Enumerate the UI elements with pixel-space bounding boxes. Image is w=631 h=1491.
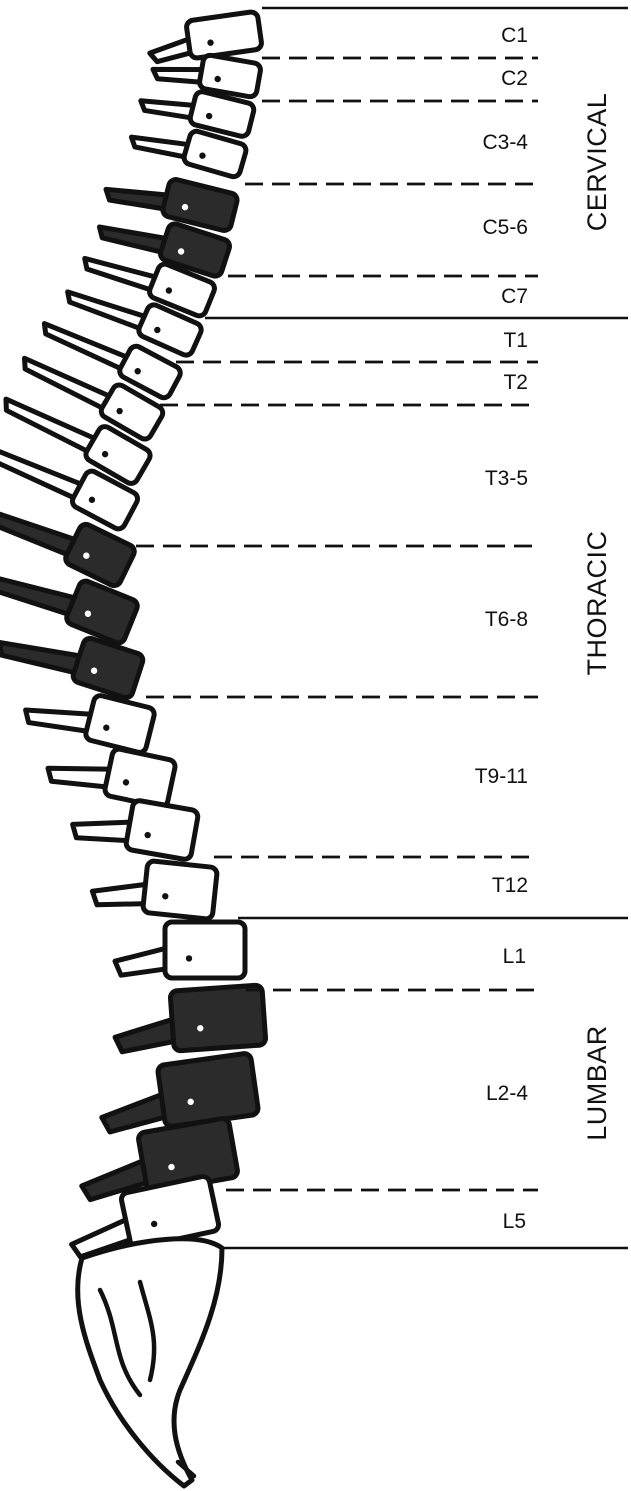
- level-label-t12: T12: [492, 874, 528, 897]
- level-label-c5-6: C5-6: [482, 216, 528, 239]
- vertebral-body: [142, 860, 217, 919]
- vertebra-19: [91, 855, 218, 919]
- vertebra-18: [70, 790, 199, 860]
- region-label-thoracic: THORACIC: [582, 531, 612, 676]
- vertebra-22: [96, 1053, 259, 1136]
- vertebral-body: [170, 985, 266, 1051]
- vertebra-20: [115, 922, 245, 978]
- vertebral-body: [165, 922, 245, 978]
- vertebral-body: [71, 637, 144, 700]
- level-label-l2-4: L2-4: [486, 1082, 528, 1105]
- level-label-t3-5: T3-5: [485, 467, 528, 490]
- level-label-t1: T1: [503, 329, 528, 352]
- level-label-l5: L5: [503, 1210, 526, 1233]
- level-label-t6-8: T6-8: [485, 608, 528, 631]
- vertebral-body: [65, 579, 140, 645]
- vertebral-body: [125, 800, 199, 861]
- sacrum-coccyx: [78, 1239, 222, 1486]
- level-label-l1: L1: [503, 945, 526, 968]
- spine-illustration: [0, 11, 266, 1486]
- vertebral-body: [84, 694, 155, 754]
- level-label-t2: T2: [503, 371, 528, 394]
- vertebral-body: [63, 522, 136, 588]
- vertebral-body: [186, 11, 263, 59]
- level-label-c1: C1: [501, 24, 528, 47]
- sacrum-outline: [78, 1239, 222, 1486]
- level-label-t9-11: T9-11: [475, 765, 528, 788]
- region-label-lumbar: LUMBAR: [582, 1025, 612, 1141]
- facet-detail: [186, 955, 192, 961]
- vertebral-body: [157, 1053, 259, 1127]
- vertebra-21: [112, 985, 266, 1055]
- level-label-c2: C2: [501, 67, 528, 90]
- level-label-c7: C7: [501, 285, 528, 308]
- region-label-cervical: CERVICAL: [582, 93, 612, 232]
- level-label-c3-4: C3-4: [482, 131, 528, 154]
